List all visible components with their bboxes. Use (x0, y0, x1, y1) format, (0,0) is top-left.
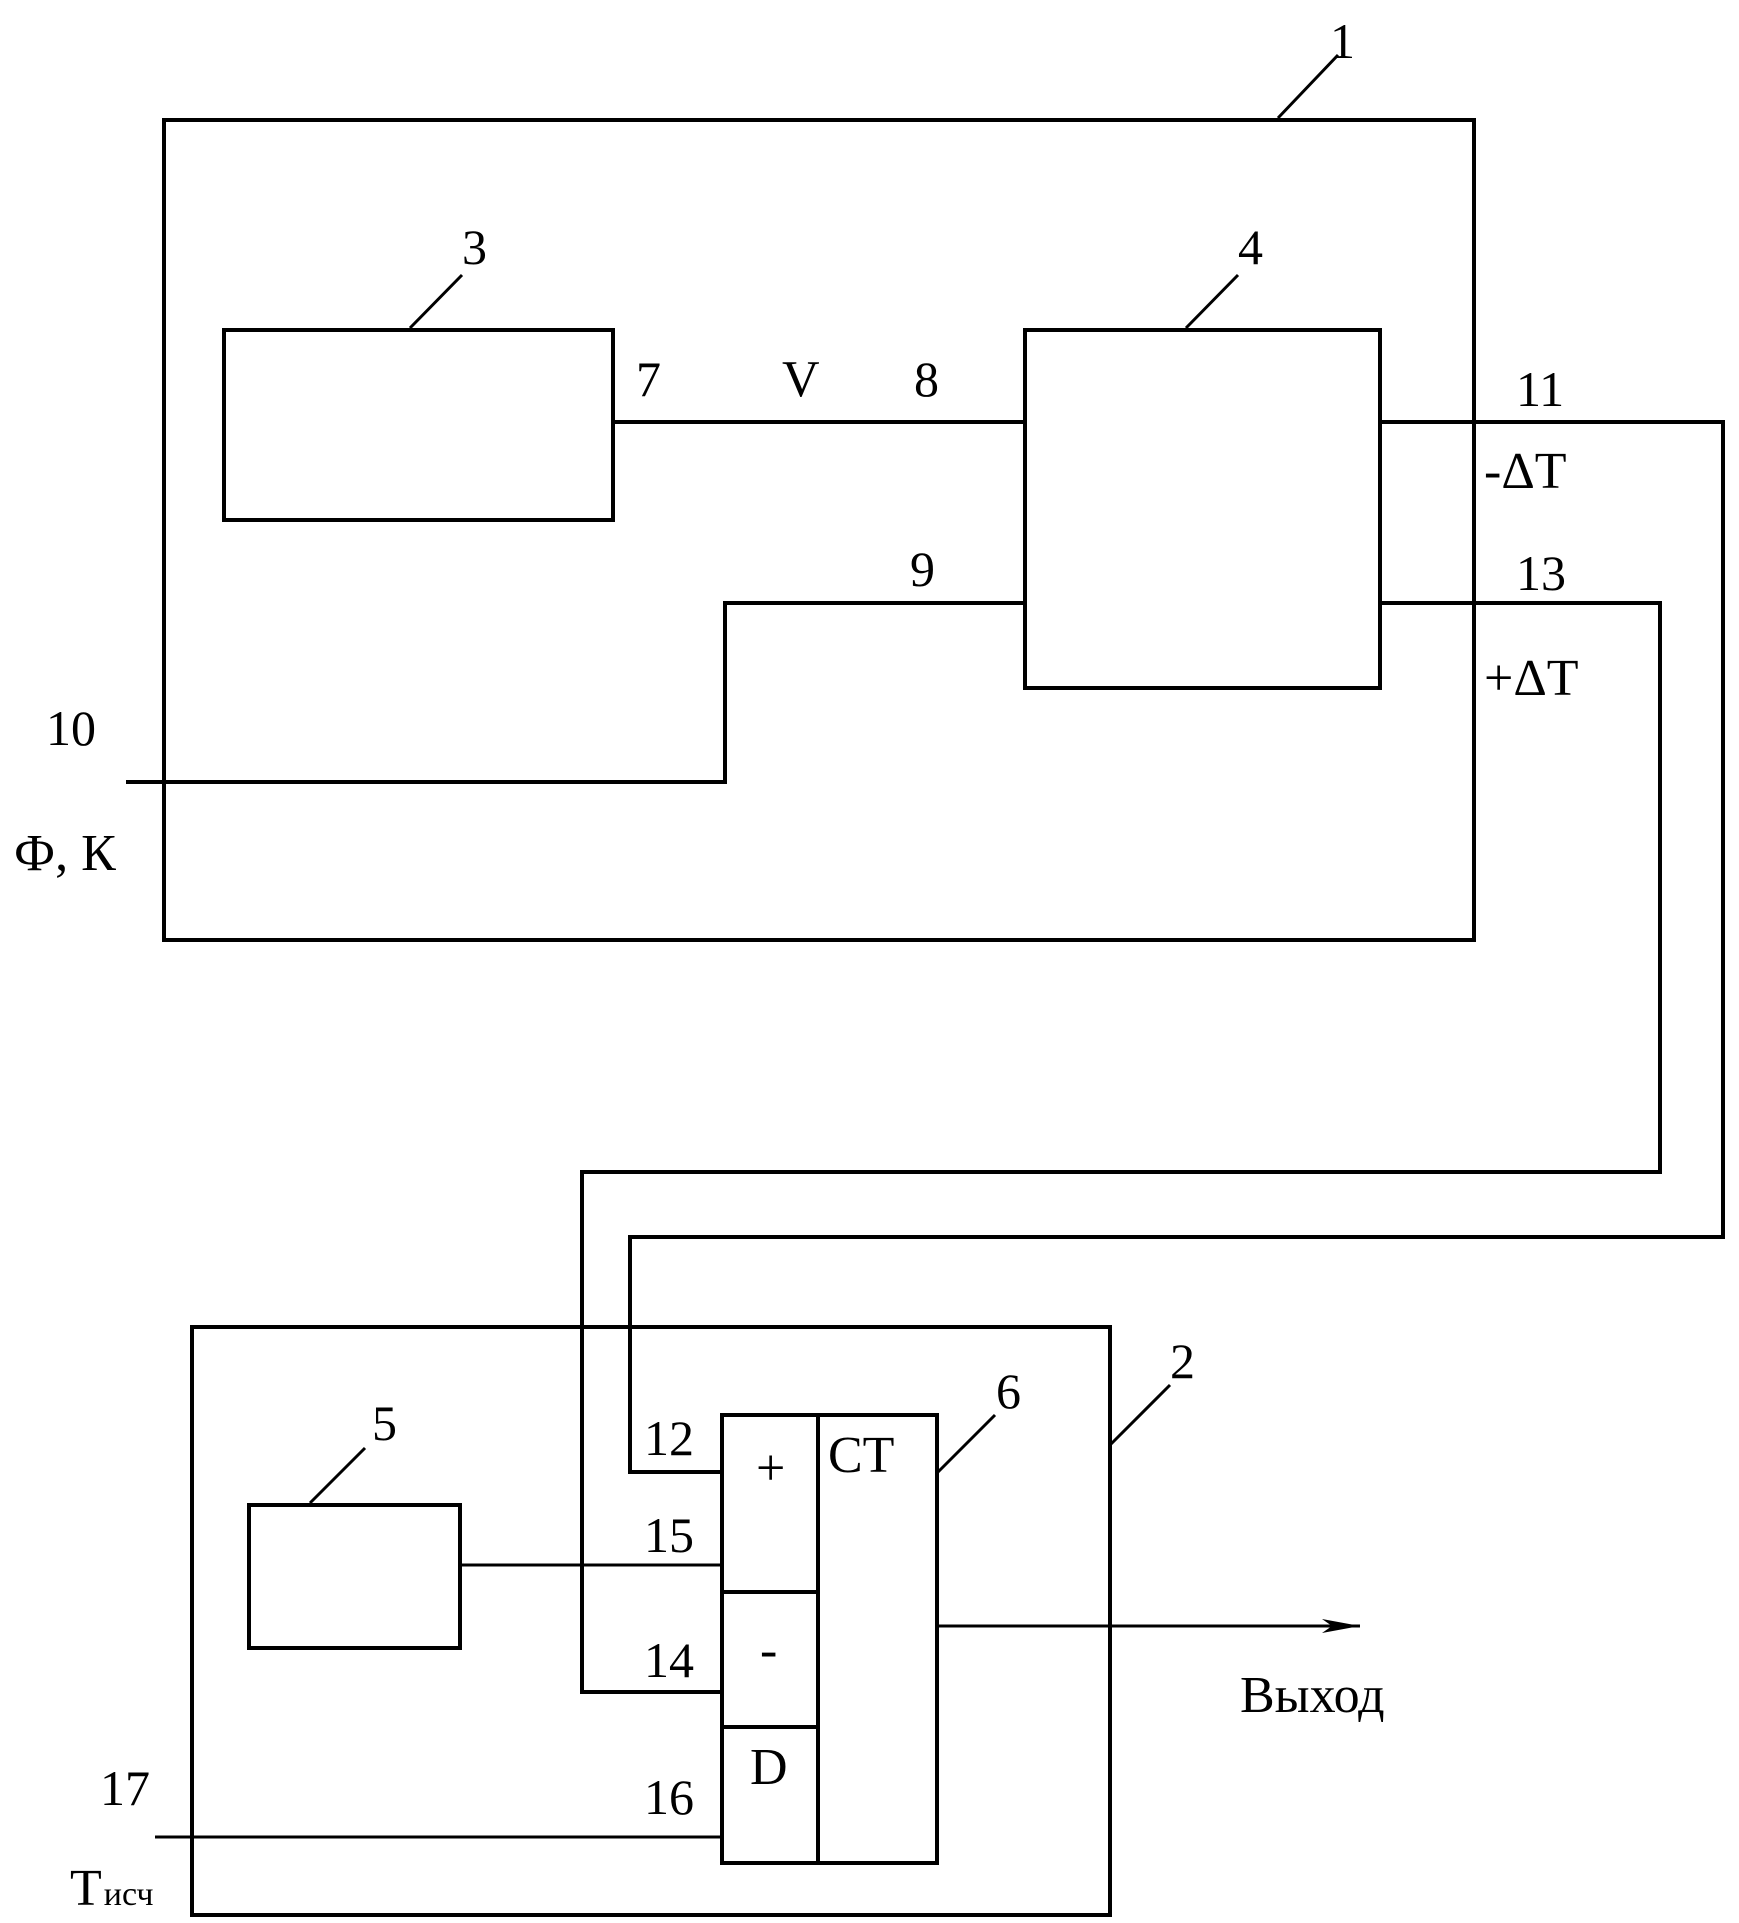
signal-minus-dt: -ΔT (1484, 443, 1567, 500)
wire-13-14 (582, 603, 1660, 1692)
counter-6-leader (937, 1415, 995, 1473)
wire-10-9 (128, 603, 1025, 782)
port-10: 10 (46, 700, 96, 756)
port-7: 7 (636, 351, 661, 407)
port-8: 8 (914, 351, 939, 407)
port-15: 15 (644, 1507, 694, 1563)
label-block-4: 4 (1238, 219, 1263, 275)
signal-phi-k: Ф, К (14, 825, 116, 882)
counter-d-label: D (750, 1739, 788, 1796)
block-3-leader (410, 275, 462, 328)
label-block-5: 5 (372, 1395, 397, 1451)
port-14: 14 (644, 1632, 694, 1688)
label-unit-2: 2 (1170, 1333, 1195, 1389)
counter-plus-label: + (756, 1440, 785, 1497)
port-16: 16 (644, 1769, 694, 1825)
port-17: 17 (100, 1760, 150, 1816)
counter-minus-label: - (760, 1622, 777, 1679)
label-counter-6: 6 (996, 1363, 1021, 1419)
signal-v: V (782, 351, 820, 408)
block-5-leader (310, 1448, 365, 1503)
port-9: 9 (910, 541, 935, 597)
signal-t-count: Тисч (70, 1860, 153, 1917)
block-4 (1025, 330, 1380, 688)
port-11: 11 (1516, 361, 1564, 417)
unit-1-frame (164, 120, 1474, 940)
signal-output: Выход (1240, 1667, 1385, 1724)
block-5 (249, 1505, 460, 1648)
signal-plus-dt: +ΔT (1484, 650, 1579, 707)
unit-1-leader (1278, 55, 1338, 118)
unit-2-leader (1110, 1385, 1170, 1445)
block-3 (224, 330, 613, 520)
counter-ct-label: CT (828, 1427, 894, 1484)
label-block-3: 3 (462, 219, 487, 275)
block-4-leader (1186, 275, 1238, 328)
port-12: 12 (644, 1410, 694, 1466)
label-unit-1: 1 (1330, 13, 1355, 69)
port-13: 13 (1516, 545, 1566, 601)
